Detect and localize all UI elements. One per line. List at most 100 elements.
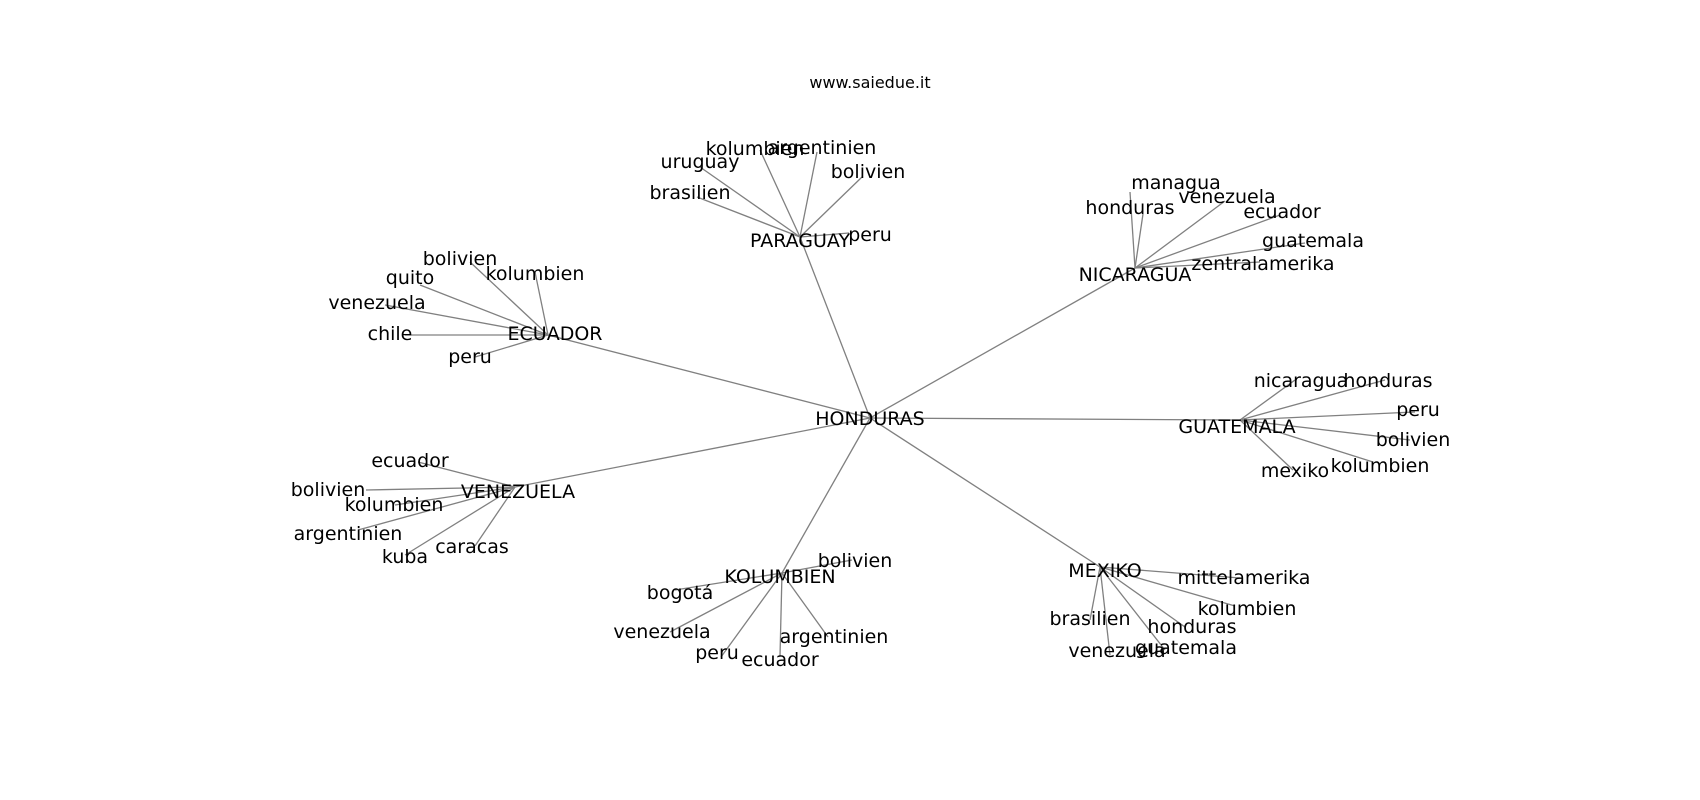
leaf-node-label: venezuela [613,621,710,643]
edge-hub-leaf [1099,566,1186,628]
edge-center-hub [869,267,1136,419]
hub-node-label: MEXIKO [1068,560,1141,582]
leaf-node-label: kolumbien [345,494,444,516]
edge-hub-leaf [384,304,549,336]
leaf-node-label: kuba [382,546,428,568]
edge-hub-leaf [1099,566,1241,579]
leaf-node-label: argentinien [294,523,403,545]
leaf-node-label: peru [1396,399,1440,421]
leaf-node-label: kolumbien [706,138,805,160]
leaf-node-label: ecuador [371,450,449,472]
edge-hub-leaf [1239,411,1416,421]
hub-node-label: VENEZUELA [461,481,575,503]
leaf-node-label: honduras [1147,616,1236,638]
edge-hub-leaf [1134,213,1144,269]
leaf-node-label: nicaragua [1254,370,1349,392]
edge-hub-leaf [1099,566,1236,607]
edge-hub-leaf [799,232,850,238]
hub-node-label: ECUADOR [508,323,603,345]
edge-hub-leaf [404,486,516,556]
edge-hub-leaf [1129,191,1136,269]
edge-center-hub [781,417,871,574]
edge-hub-leaf [1239,379,1386,421]
leaf-node-label: peru [695,642,739,664]
edge-center-hub [869,417,1101,568]
edge-hub-leaf [1134,242,1306,269]
leaf-node-label: venezuela [328,292,425,314]
edge-hub-leaf [534,271,549,336]
leaf-node-label: kolumbien [1198,598,1297,620]
edge-hub-leaf [1239,419,1411,441]
leaf-node-label: chile [368,323,413,345]
edge-hub-leaf [1089,566,1101,621]
leaf-node-label: bolivien [1376,429,1451,451]
edge-hub-leaf [1134,200,1226,269]
leaf-node-label: caracas [435,536,509,558]
leaf-node-label: peru [448,346,492,368]
edge-hub-leaf [720,572,783,658]
edge-hub-leaf [357,486,516,531]
center-node-label: HONDURAS [815,408,924,430]
edge-hub-leaf [696,196,801,238]
leaf-node-label: ecuador [1243,201,1321,223]
leaf-node-label: quito [386,267,434,289]
leaf-node-label: argentinien [768,137,877,159]
leaf-node-label: venezuela [1068,640,1165,662]
edge-hub-leaf [1099,566,1166,651]
edge-center-hub [799,236,871,419]
watermark: www.saiedue.it [809,73,930,92]
leaf-node-label: kolumbien [486,263,585,285]
edge-hub-leaf [1239,379,1296,421]
leaf-node-label: bogotá [647,582,713,604]
leaf-node-label: honduras [1343,370,1432,392]
edge-center-hub [547,334,871,419]
hub-node-label: PARAGUAY [750,230,850,252]
edge-hub-leaf [419,284,549,336]
edges [357,149,1416,658]
leaf-node-label: venezuela [1178,186,1275,208]
leaf-node-label: argentinien [780,626,889,648]
leaf-node-label: peru [848,224,892,246]
edge-hub-leaf [799,176,863,238]
hub-node-label: NICARAGUA [1079,264,1192,286]
edge-hub-leaf [469,261,549,336]
leaf-node-label: ecuador [741,649,819,671]
edge-hub-leaf [365,486,516,491]
leaf-node-label: mittelamerika [1178,567,1311,589]
leaf-node-label: brasilien [1050,608,1131,630]
edge-center-hub [514,417,871,488]
edge-hub-leaf [417,461,516,488]
edge-hub-leaf [669,572,783,633]
edge-hub-leaf [474,486,516,547]
leaf-node-label: guatemala [1262,230,1364,252]
edge-hub-leaf [799,151,818,238]
edge-hub-leaf [759,149,801,238]
leaf-node-label: managua [1131,172,1221,194]
leaf-node-label: zentralamerika [1191,253,1334,275]
leaf-node-label: kolumbien [1331,455,1430,477]
edge-hub-leaf [781,572,829,638]
leaf-node-label: brasilien [650,182,731,204]
leaf-node-label: guatemala [1135,637,1237,659]
edge-hub-leaf [1134,261,1261,269]
edge-hub-leaf [674,572,783,591]
edge-hub-leaf [1239,419,1294,471]
edge-hub-leaf [1134,214,1281,269]
leaf-node-label: bolivien [818,550,893,572]
edge-hub-leaf [474,334,549,358]
edge-hub-leaf [779,572,783,657]
edge-hub-leaf [1099,566,1111,656]
edge-hub-leaf [394,486,516,506]
edge-hub-leaf [781,559,853,574]
edge-center-hub [869,417,1241,421]
leaf-node-label: honduras [1085,197,1174,219]
leaf-node-label: bolivien [291,479,366,501]
leaf-node-label: uruguay [661,151,740,173]
edge-hub-leaf [1239,419,1374,463]
hub-node-label: GUATEMALA [1178,416,1295,438]
hub-node-label: KOLUMBIEN [724,566,835,588]
leaf-node-label: mexiko [1261,460,1329,482]
leaf-node-label: bolivien [423,248,498,270]
